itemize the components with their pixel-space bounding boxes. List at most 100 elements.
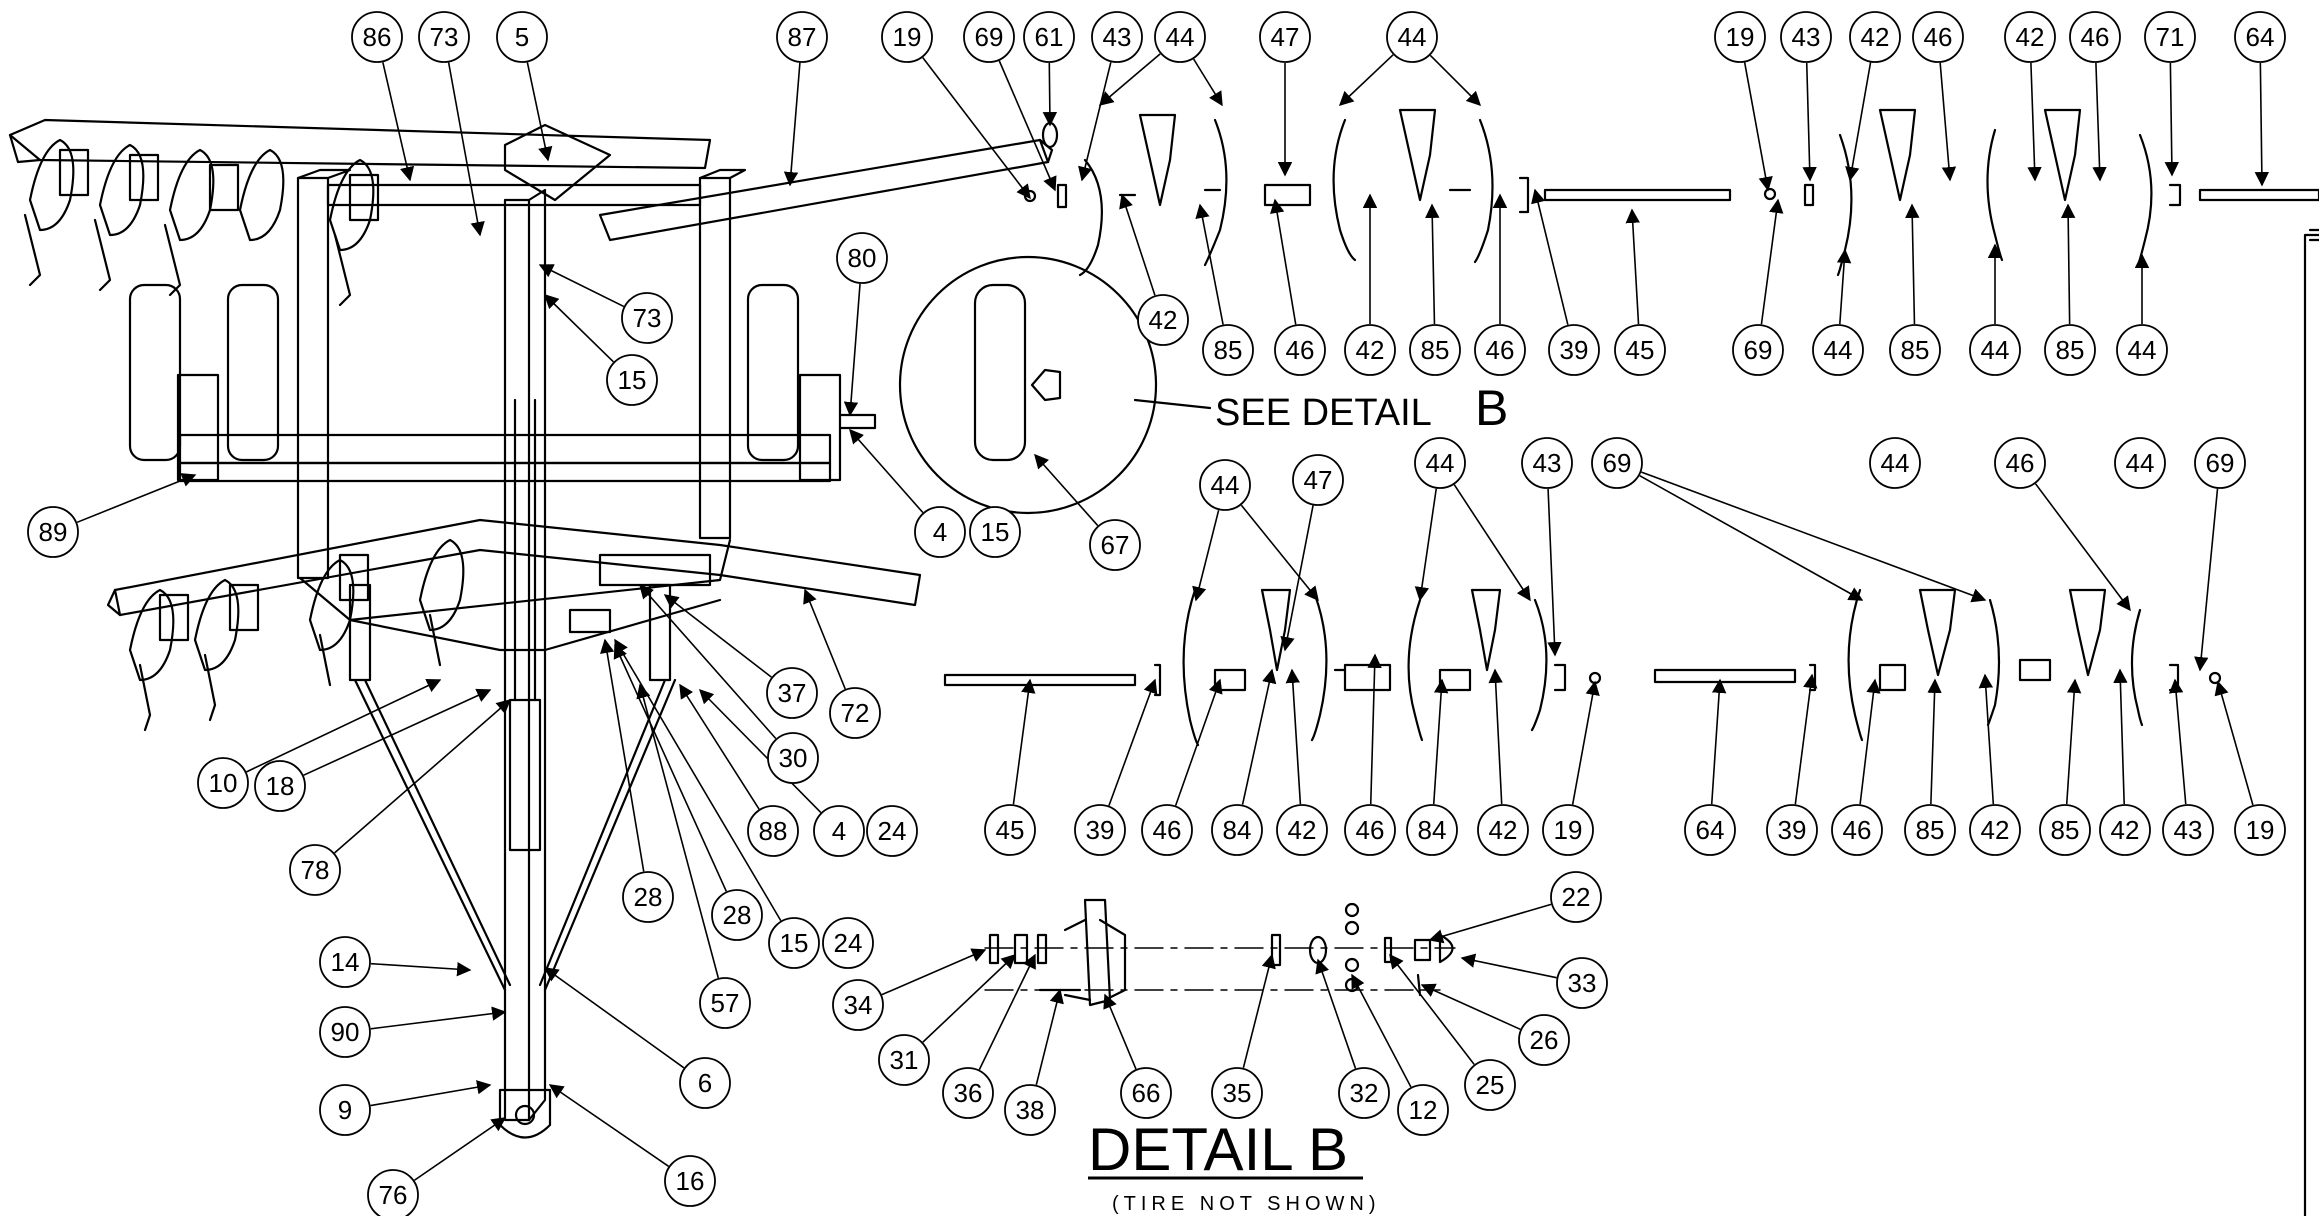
balloon-circle (1732, 324, 1784, 376)
leader-line (1845, 62, 1872, 182)
leader-lines (76, 53, 2270, 1181)
balloon-callout: 44 (1869, 437, 1921, 489)
balloon-circle (822, 917, 874, 969)
balloon-number: 42 (1861, 22, 1890, 52)
balloon-callout: 34 (832, 979, 884, 1031)
balloon-circle (679, 1057, 731, 1109)
leader-line (303, 688, 492, 776)
balloon-callout: 30 (767, 732, 819, 784)
balloon-number: 89 (39, 517, 68, 547)
balloon-number: 85 (1916, 815, 1945, 845)
balloon-circle (1338, 1067, 1390, 1119)
leader-line (1035, 988, 1064, 1085)
balloon-circle (1766, 804, 1818, 856)
balloon-callout: 15 (606, 354, 658, 406)
balloon-number: 33 (1568, 968, 1597, 998)
balloon-callout: 69 (2194, 437, 2246, 489)
leader-line (370, 1006, 507, 1030)
balloon-number: 24 (834, 928, 863, 958)
balloon-callout: 15 (768, 917, 820, 969)
balloon-callout: 85 (1202, 324, 1254, 376)
balloon-circle (1344, 804, 1396, 856)
balloon-circle (963, 11, 1015, 63)
balloon-callout: 46 (1831, 804, 1883, 856)
balloon-number: 28 (723, 900, 752, 930)
exploded-gang-top-left (1023, 108, 1732, 277)
balloon-callout: 19 (1714, 11, 1766, 63)
balloon-circle (711, 889, 763, 941)
balloon-callout: 47 (1292, 454, 1344, 506)
balloon-callout: 85 (2039, 804, 2091, 856)
front-gang-discs (128, 538, 465, 732)
balloon-circle (2194, 437, 2246, 489)
leader-line (1241, 668, 1277, 805)
balloon-circle (1714, 11, 1766, 63)
see-detail-label: SEE DETAIL (1215, 392, 1432, 434)
balloon-callout: 42 (1137, 294, 1189, 346)
balloon-callout: 85 (2044, 324, 2096, 376)
balloon-circle (319, 936, 371, 988)
balloon-callout: 42 (1344, 324, 1396, 376)
balloon-number: 44 (1398, 22, 1427, 52)
balloon-callout: 46 (1994, 437, 2046, 489)
hub-detail-circle (898, 255, 1212, 515)
balloon-callout: 44 (1199, 459, 1251, 511)
balloon-callout: 73 (621, 292, 673, 344)
leader-line (1460, 953, 1557, 979)
balloon-circle (1521, 437, 1573, 489)
leader-line (538, 264, 625, 308)
balloon-circle (496, 11, 548, 63)
balloon-callout: 22 (1550, 871, 1602, 923)
leader-line (1240, 504, 1319, 602)
balloon-circle (1292, 454, 1344, 506)
balloon-callout: 28 (622, 871, 674, 923)
leader-line (2034, 483, 2131, 612)
balloon-callout: 6 (679, 1057, 731, 1109)
balloon-callout: 4 (914, 506, 966, 558)
leader-line (978, 953, 1036, 1070)
balloon-circle (1074, 804, 1126, 856)
balloon-number: 44 (2128, 335, 2157, 365)
leader-line (2164, 62, 2180, 177)
main-frame-assembly (8, 118, 1054, 1139)
balloon-circle (1614, 324, 1666, 376)
balloon-circle (1199, 459, 1251, 511)
leader-line (1367, 653, 1382, 805)
balloon-number: 42 (1356, 335, 1385, 365)
balloon-callout: 36 (942, 1067, 994, 1119)
leader-line (2060, 203, 2076, 325)
leader-line (849, 428, 924, 514)
balloon-callout: 90 (319, 1006, 371, 1058)
balloon-callout: 14 (319, 936, 371, 988)
balloon-number: 47 (1271, 22, 1300, 52)
balloon-circle (367, 1169, 419, 1216)
balloon-number: 19 (2246, 815, 2275, 845)
balloon-callout: 42 (1849, 11, 1901, 63)
balloon-number: 45 (1626, 335, 1655, 365)
balloon-callout: 25 (1464, 1059, 1516, 1111)
balloon-number: 69 (1744, 335, 1773, 365)
leader-line (1625, 208, 1640, 325)
balloon-callout: 15 (969, 506, 1021, 558)
balloon-number: 85 (1421, 335, 1450, 365)
leader-line (2113, 668, 2128, 805)
leader-line (2027, 62, 2042, 182)
balloon-number: 43 (1533, 448, 1562, 478)
balloon-callout: 84 (1211, 804, 1263, 856)
balloon-callout: 46 (1344, 804, 1396, 856)
balloon-circle (1274, 324, 1326, 376)
balloon-number: 46 (1486, 335, 1515, 365)
balloon-callout: 31 (878, 1034, 930, 1086)
balloon-number: 39 (1560, 335, 1589, 365)
balloon-callout: 47 (1259, 11, 1311, 63)
detail-note: (TIRE NOT SHOWN) (1112, 1193, 1381, 1215)
balloon-callout: 57 (699, 977, 751, 1029)
balloon-circle (664, 1155, 716, 1207)
balloon-number: 80 (848, 243, 877, 273)
balloon-callout: 42 (2099, 804, 2151, 856)
balloon-circle (2114, 437, 2166, 489)
balloon-circle (351, 11, 403, 63)
leader-line (543, 967, 685, 1069)
balloon-callout: 39 (1766, 804, 1818, 856)
balloon-number: 44 (1981, 335, 2010, 365)
